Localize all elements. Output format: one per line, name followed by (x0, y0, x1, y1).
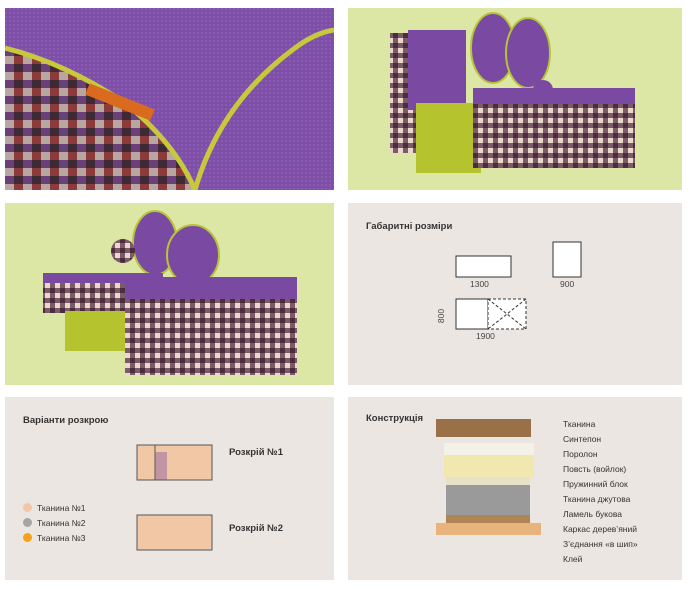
length-label: 1900 (476, 331, 495, 341)
layer-label-2: Поролон (563, 449, 598, 459)
width-2-label: 900 (560, 279, 575, 289)
layer-label-4: Пружинний блок (563, 479, 628, 489)
cut-option-2: Розкрій №2 (229, 523, 284, 534)
fabric-2-swatch (23, 518, 32, 527)
layer-label-9: Клей (563, 554, 583, 564)
layer-label-7: Каркас дерев’яний (563, 524, 637, 534)
height-label: 800 (436, 308, 447, 324)
width-1-label: 1300 (470, 279, 489, 289)
dimensions-title: Габаритні розміри (366, 221, 453, 232)
fabric-closeup-photo (5, 8, 334, 190)
dimensions-panel: Габаритні розміри 1300 900 800 1900 (348, 203, 682, 385)
cutting-title: Варіанти розкрою (23, 415, 109, 426)
cut-option-1: Розкрій №1 (229, 447, 284, 458)
sofa-photo-folded (348, 8, 682, 190)
layer-label-6: Ламель букова (563, 509, 622, 519)
fabric-3-label: Тканина №3 (37, 533, 86, 543)
layer-label-3: Повсть (войлок) (563, 464, 627, 474)
layer-label-0: Тканина (563, 419, 596, 429)
fabric-1-label: Тканина №1 (37, 503, 86, 513)
fabric-2-label: Тканина №2 (37, 518, 86, 528)
fabric-1-swatch (23, 503, 32, 512)
construction-panel: Конструкція Тканина Синтепон Поролон Пов… (348, 397, 682, 580)
layer-label-1: Синтепон (563, 434, 602, 444)
cutting-variants-panel: Варіанти розкрою Розкрій №1 Розкрій №2 Т… (5, 397, 334, 580)
fabric-3-swatch (23, 533, 32, 542)
layer-label-8: З’єднання «в шип» (563, 539, 638, 549)
sofa-photo-unfolded (5, 203, 334, 385)
construction-title: Конструкція (366, 413, 424, 424)
layer-label-5: Тканина джутова (563, 494, 631, 504)
